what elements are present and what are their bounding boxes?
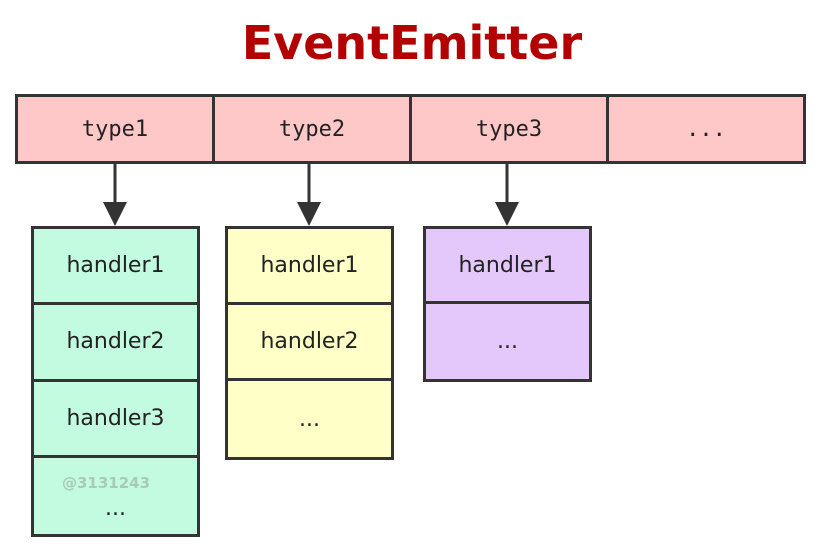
stack1-handler1: handler1 bbox=[34, 229, 197, 306]
watermark: @3131243 bbox=[62, 473, 151, 492]
type-cell-1: type1 bbox=[18, 97, 215, 161]
event-type-row: type1 type2 type3 ... bbox=[15, 94, 806, 164]
arrow-type3 bbox=[495, 164, 519, 226]
arrowhead-type1 bbox=[103, 202, 127, 226]
stack2-handler2: handler2 bbox=[228, 305, 391, 382]
diagram-title: EventEmitter bbox=[241, 16, 583, 70]
type-cell-3: type3 bbox=[412, 97, 609, 161]
handler-stack-type2: handler1 handler2 ... bbox=[225, 226, 394, 460]
stack3-more: ... bbox=[497, 329, 518, 355]
arrowhead-type3 bbox=[495, 202, 519, 226]
type-cell-2: type2 bbox=[215, 97, 412, 161]
stack2-handler1: handler1 bbox=[228, 229, 391, 306]
stack1-more-label: ... bbox=[105, 496, 126, 522]
type-cell-more: ... bbox=[686, 116, 726, 142]
arrowhead-type2 bbox=[297, 202, 321, 226]
arrow-type1 bbox=[103, 164, 127, 226]
arrow-type2 bbox=[297, 164, 321, 226]
handler-stack-type1: handler1 handler2 handler3 @3131243 ... bbox=[31, 226, 200, 537]
stack1-more: @3131243 ... bbox=[34, 458, 197, 534]
stack1-handler3: handler3 bbox=[34, 382, 197, 458]
stack2-more: ... bbox=[299, 406, 320, 432]
stack1-handler2: handler2 bbox=[34, 305, 197, 382]
handler-stack-type3: handler1 ... bbox=[423, 226, 592, 382]
stack3-handler1: handler1 bbox=[426, 229, 589, 305]
